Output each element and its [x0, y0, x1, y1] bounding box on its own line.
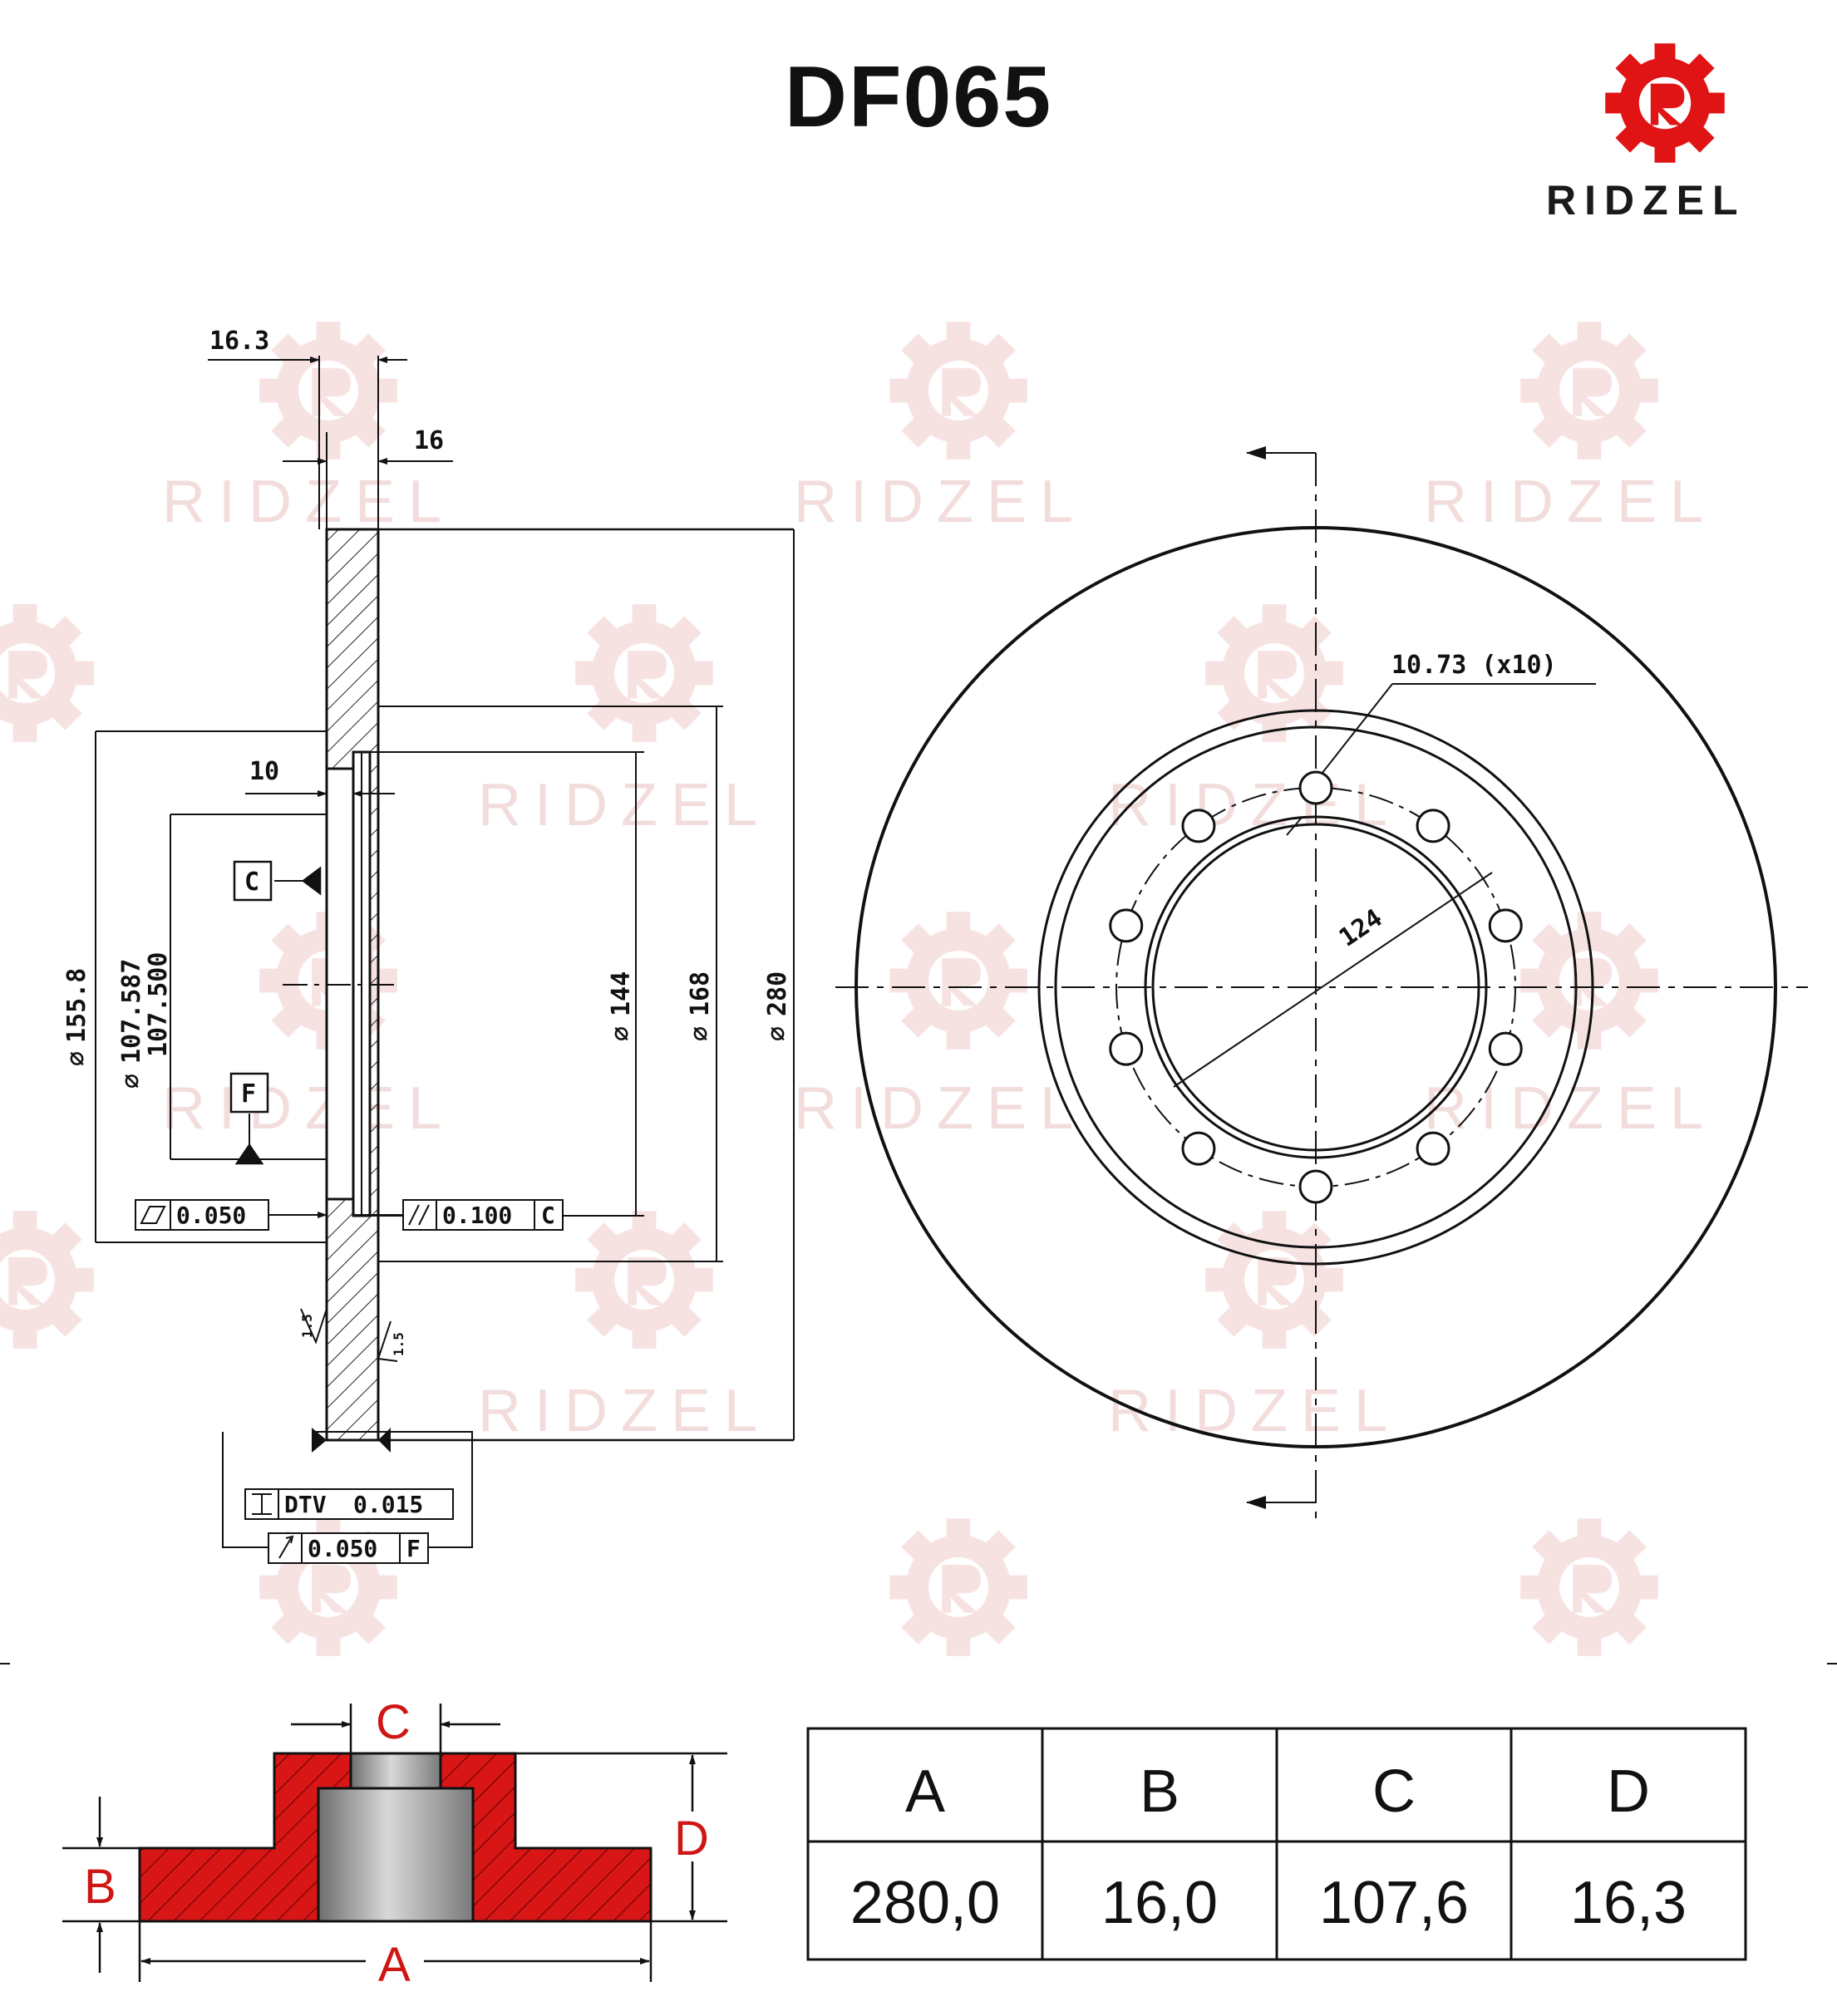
front-view [835, 446, 1808, 1521]
runout-ref: F [406, 1535, 421, 1562]
bolt-hole [1109, 1031, 1144, 1066]
part-number-title: DF065 [784, 49, 1053, 145]
brand-logo: RIDZEL [1546, 43, 1746, 224]
watermark-text: RIDZEL [478, 772, 771, 838]
dia-sign: ⌀ [686, 1026, 715, 1041]
parallelism-icon [408, 1204, 430, 1226]
dia-sign: ⌀ [62, 1051, 91, 1066]
datum-f-marker [234, 1143, 264, 1165]
bolt-hole [1488, 1031, 1523, 1066]
profile-label-c: C [376, 1695, 411, 1749]
dim-hub-depth: 16.3 [209, 327, 269, 356]
table-value-d: 16,3 [1570, 1870, 1687, 1936]
dia-sign: ⌀ [607, 1026, 636, 1041]
roughness-label: 1.5 [391, 1332, 406, 1356]
dtv-label: DTV [284, 1491, 327, 1518]
table-value-a: 280,0 [850, 1870, 1000, 1936]
bolt-hole [1181, 809, 1216, 843]
runout-frame: 0.050 F [268, 1532, 429, 1564]
dtv-icon [252, 1493, 272, 1515]
table-header-a: A [905, 1758, 945, 1825]
profile-label-d: D [674, 1812, 709, 1866]
brand-gear-icon [1605, 43, 1725, 163]
profile-bore-top [349, 1752, 442, 1790]
profile-label-a: A [378, 1938, 411, 1992]
parallelism-value: 0.100 [442, 1202, 512, 1229]
watermark-text: RIDZEL [1424, 1075, 1716, 1142]
dia-sign: ⌀ [117, 1074, 146, 1089]
brand-name: RIDZEL [1546, 177, 1746, 224]
dim-thickness: 16 [414, 426, 444, 455]
bolt-holes [1109, 770, 1523, 1204]
datum-c-marker [301, 866, 322, 896]
dtv-value: 0.015 [353, 1491, 423, 1518]
bolt-hole [1109, 908, 1144, 943]
dia-sign: ⌀ [763, 1026, 792, 1041]
bolt-hole [1298, 1169, 1333, 1204]
watermark-text: RIDZEL [478, 1378, 771, 1444]
dim-dia-168: 168 [686, 971, 715, 1016]
profile-bore [317, 1787, 475, 1923]
bolt-hole [1488, 908, 1523, 943]
watermark-text: RIDZEL [1424, 469, 1716, 535]
profile-diagram: C D B A [62, 1695, 727, 1992]
table-header-b: B [1140, 1758, 1180, 1825]
bolt-hole [1181, 1131, 1216, 1166]
table-header-d: D [1607, 1758, 1650, 1825]
watermark-text: RIDZEL [162, 1075, 455, 1142]
dim-dia-280: 280 [763, 971, 792, 1016]
flatness-frame: 0.050 [135, 1199, 328, 1231]
runout-value: 0.050 [308, 1535, 377, 1562]
datum-f-label: F [241, 1079, 256, 1109]
dim-centering-min: 107.500 [144, 952, 173, 1057]
roughness-label: 1.5 [299, 1314, 315, 1338]
bolt-hole [1416, 809, 1450, 843]
table-header-c: C [1372, 1758, 1416, 1825]
watermark-text: RIDZEL [794, 1075, 1086, 1142]
watermark-text: RIDZEL [162, 469, 455, 535]
parallelism-frame: 0.100 C [353, 1199, 564, 1231]
dim-centering-max: 107.587 [117, 959, 146, 1064]
watermark-layer: RIDZEL RIDZEL RIDZEL RIDZEL RIDZEL RIDZE… [0, 322, 1716, 1656]
table-value-b: 16,0 [1101, 1870, 1218, 1936]
bolt-hole [1298, 770, 1333, 805]
flatness-value: 0.050 [176, 1202, 246, 1229]
flatness-icon [140, 1206, 166, 1224]
parallelism-ref: C [541, 1202, 555, 1229]
section-labels: 16.3 16 10 C F ⌀ 155.8 ⌀ 107.587 107.500… [62, 327, 792, 1564]
datum-c-label: C [244, 868, 259, 897]
pcd-label: 124 [1334, 903, 1387, 952]
bolt-holes-label: 10.73 (x10) [1391, 651, 1557, 680]
dim-dia-155: 155.8 [62, 968, 91, 1043]
watermark-text: RIDZEL [1108, 1378, 1401, 1444]
profile-label-b: B [84, 1860, 116, 1914]
specs-table: A B C D 280,0 16,0 107,6 16,3 [806, 1727, 1747, 1961]
dtv-frame: DTV 0.015 [244, 1488, 454, 1520]
runout-icon [278, 1535, 294, 1559]
bolt-hole [1416, 1131, 1450, 1166]
watermark-text: RIDZEL [794, 469, 1086, 535]
section-view [95, 356, 795, 1548]
dim-dia-144: 144 [607, 971, 636, 1016]
table-value-c: 107,6 [1319, 1870, 1469, 1936]
dim-recess: 10 [249, 757, 279, 786]
